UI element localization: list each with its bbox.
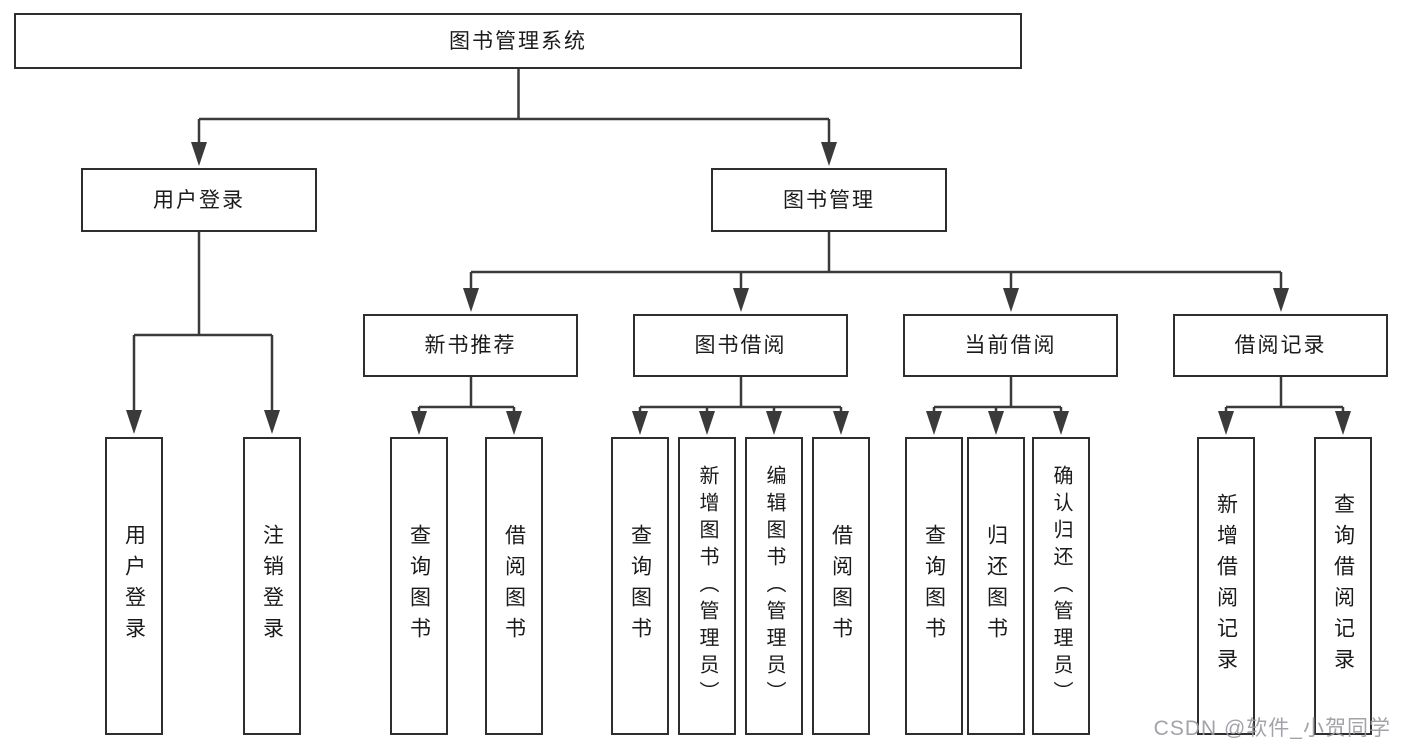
tree-connectors xyxy=(132,69,1345,415)
leaf-record-query: 查询借阅记录 xyxy=(1314,437,1372,735)
node-label: 查询图书 xyxy=(407,524,431,648)
node-label: 当前借阅 xyxy=(964,334,1057,357)
node-label: 归还图书 xyxy=(984,524,1008,648)
leaf-borrow-add-admin: 新增图书（管理员） xyxy=(678,437,736,735)
node-label: 借阅记录 xyxy=(1234,334,1327,357)
leaf-borrow-query: 查询图书 xyxy=(611,437,669,735)
leaf-record-add: 新增借阅记录 xyxy=(1197,437,1255,735)
node-current-borrow: 当前借阅 xyxy=(903,314,1118,377)
node-new-book-recommend: 新书推荐 xyxy=(363,314,578,377)
leaf-current-confirm-admin: 确认归还（管理员） xyxy=(1032,437,1090,735)
node-label: 查询借阅记录 xyxy=(1331,493,1355,679)
node-label: 确认归还（管理员） xyxy=(1050,464,1072,708)
node-book-borrow: 图书借阅 xyxy=(633,314,848,377)
leaf-newbook-borrow: 借阅图书 xyxy=(485,437,543,735)
node-label: 借阅图书 xyxy=(502,524,526,648)
node-label: 新增图书（管理员） xyxy=(696,464,718,708)
node-label: 查询图书 xyxy=(628,524,652,648)
node-label: 用户登录 xyxy=(153,188,245,212)
node-label: 借阅图书 xyxy=(829,524,853,648)
leaf-logout: 注销登录 xyxy=(243,437,301,735)
leaf-borrow-book: 借阅图书 xyxy=(812,437,870,735)
node-borrow-record: 借阅记录 xyxy=(1173,314,1388,377)
node-label: 编辑图书（管理员） xyxy=(763,464,785,708)
node-label: 用户登录 xyxy=(122,524,146,648)
leaf-user-login: 用户登录 xyxy=(105,437,163,735)
leaf-current-return: 归还图书 xyxy=(967,437,1025,735)
node-label: 图书借阅 xyxy=(694,334,787,357)
node-root: 图书管理系统 xyxy=(14,13,1022,69)
node-label: 新书推荐 xyxy=(424,334,517,357)
csdn-watermark: CSDN @软件_小贺同学 xyxy=(1153,717,1391,740)
node-book-management: 图书管理 xyxy=(711,168,947,232)
node-label: 图书管理系统 xyxy=(449,29,587,53)
leaf-borrow-edit-admin: 编辑图书（管理员） xyxy=(745,437,803,735)
leaf-newbook-query: 查询图书 xyxy=(390,437,448,735)
node-label: 查询图书 xyxy=(922,524,946,648)
arrowheads xyxy=(126,142,1351,435)
leaf-current-query: 查询图书 xyxy=(905,437,963,735)
node-user-login: 用户登录 xyxy=(81,168,317,232)
node-label: 图书管理 xyxy=(783,188,875,212)
node-label: 新增借阅记录 xyxy=(1214,493,1238,679)
node-label: 注销登录 xyxy=(260,524,284,648)
